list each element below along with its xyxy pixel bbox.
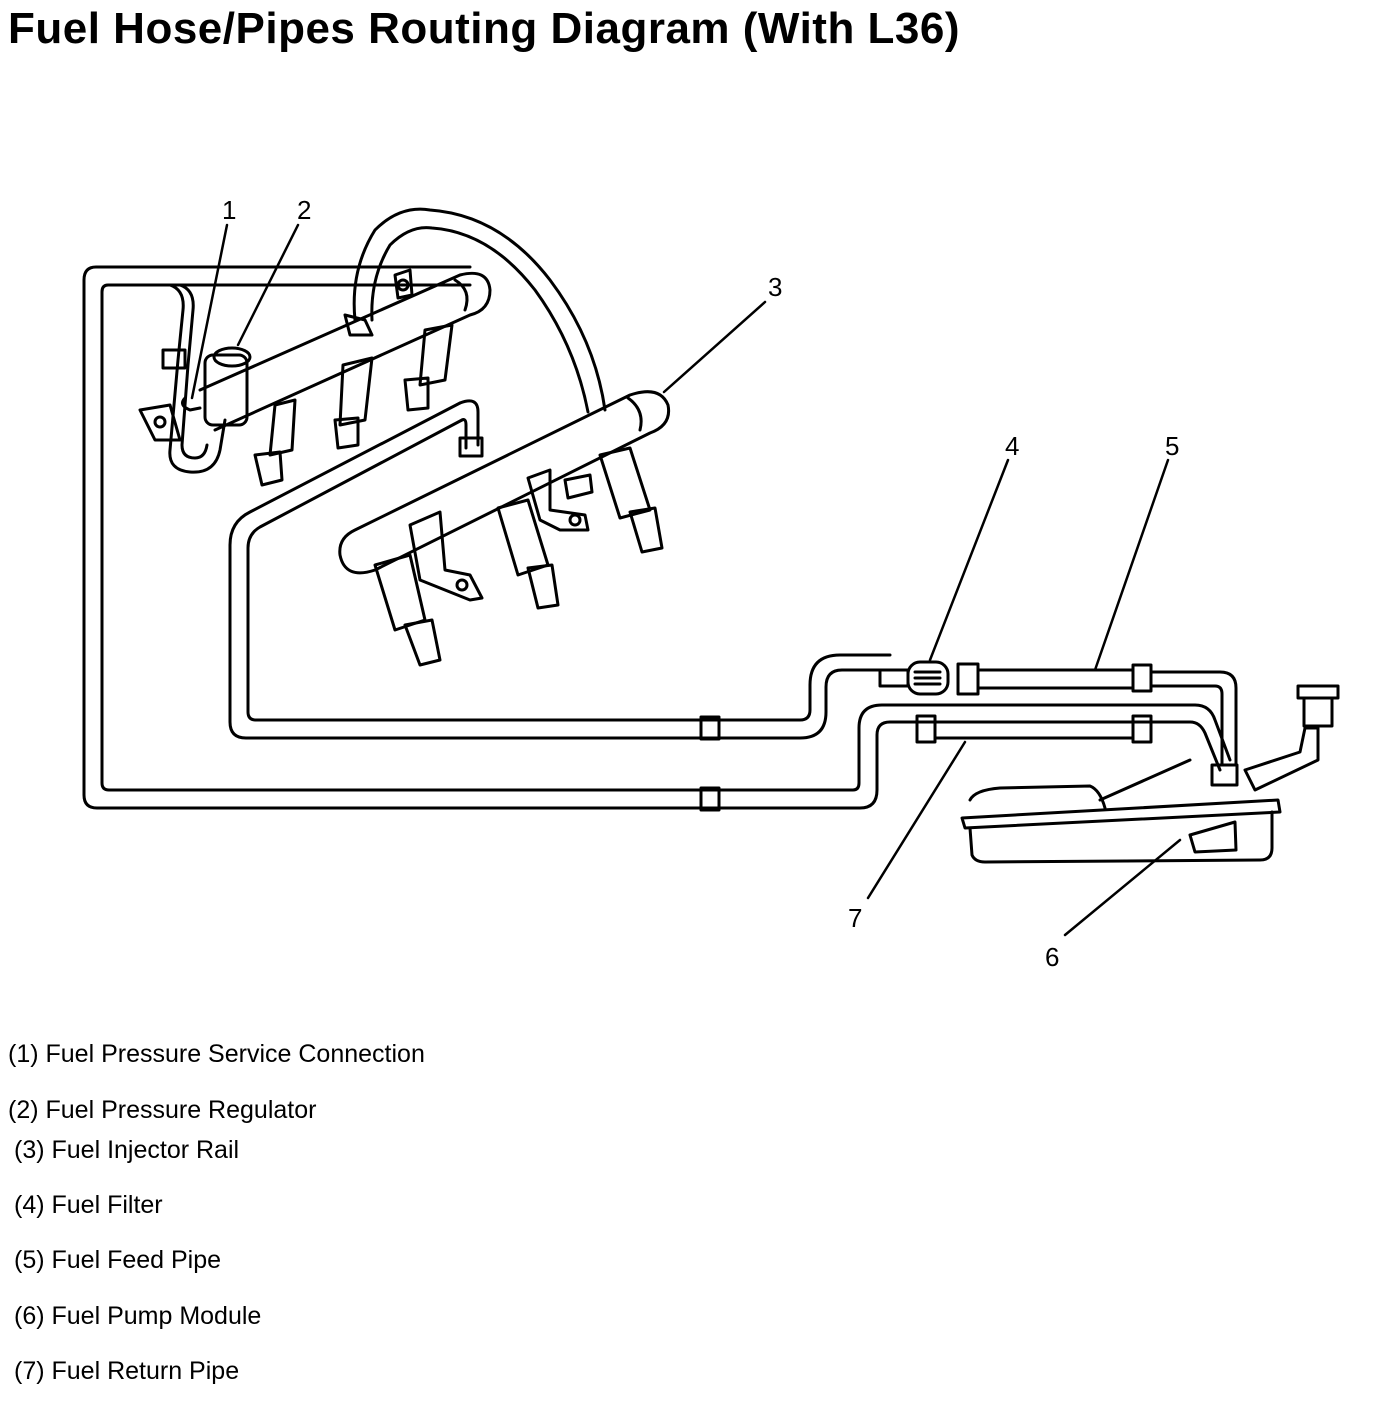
fuel-return-pipe	[933, 720, 1135, 740]
callout-6: 6	[1045, 942, 1059, 972]
callout-3: 3	[768, 272, 782, 302]
legend-item-7: (7) Fuel Return Pipe	[14, 1357, 240, 1385]
crossover-pipe	[352, 207, 607, 414]
callout-2: 2	[297, 195, 311, 225]
leader-2	[236, 223, 300, 347]
fuel-routing-diagram: 1 2 3 4 5 6 7	[82, 195, 1340, 972]
leader-6	[1063, 838, 1182, 937]
legend-item-1: (1) Fuel Pressure Service Connection	[8, 1040, 425, 1068]
legend-item-4: (4) Fuel Filter	[14, 1191, 163, 1219]
leader-4	[928, 458, 1010, 662]
callout-4: 4	[1005, 431, 1019, 461]
fuel-filter	[878, 660, 1238, 767]
callout-1: 1	[222, 195, 236, 225]
return-pipe-outer	[82, 265, 1232, 810]
leader-1	[190, 223, 229, 400]
leader-3	[662, 300, 767, 394]
legend-item-2: (2) Fuel Pressure Regulator	[8, 1096, 317, 1124]
legend-item-3: (3) Fuel Injector Rail	[14, 1136, 240, 1164]
pipe-clips	[161, 348, 1153, 812]
page-title: Fuel Hose/Pipes Routing Diagram (With L3…	[8, 4, 961, 53]
leader-5	[1093, 458, 1170, 672]
fuel-tank	[960, 684, 1340, 864]
front-injectors	[373, 446, 664, 667]
legend-item-5: (5) Fuel Feed Pipe	[14, 1246, 222, 1274]
rear-injectors	[253, 323, 454, 487]
callout-7: 7	[848, 903, 862, 933]
callout-5: 5	[1165, 431, 1179, 461]
leader-7	[866, 740, 967, 900]
rear-injector-rail	[138, 268, 492, 442]
front-injector-rail	[338, 390, 671, 602]
legend-item-6: (6) Fuel Pump Module	[14, 1302, 262, 1330]
leader-lines	[190, 223, 1182, 937]
feed-pipe-inner	[228, 399, 892, 740]
